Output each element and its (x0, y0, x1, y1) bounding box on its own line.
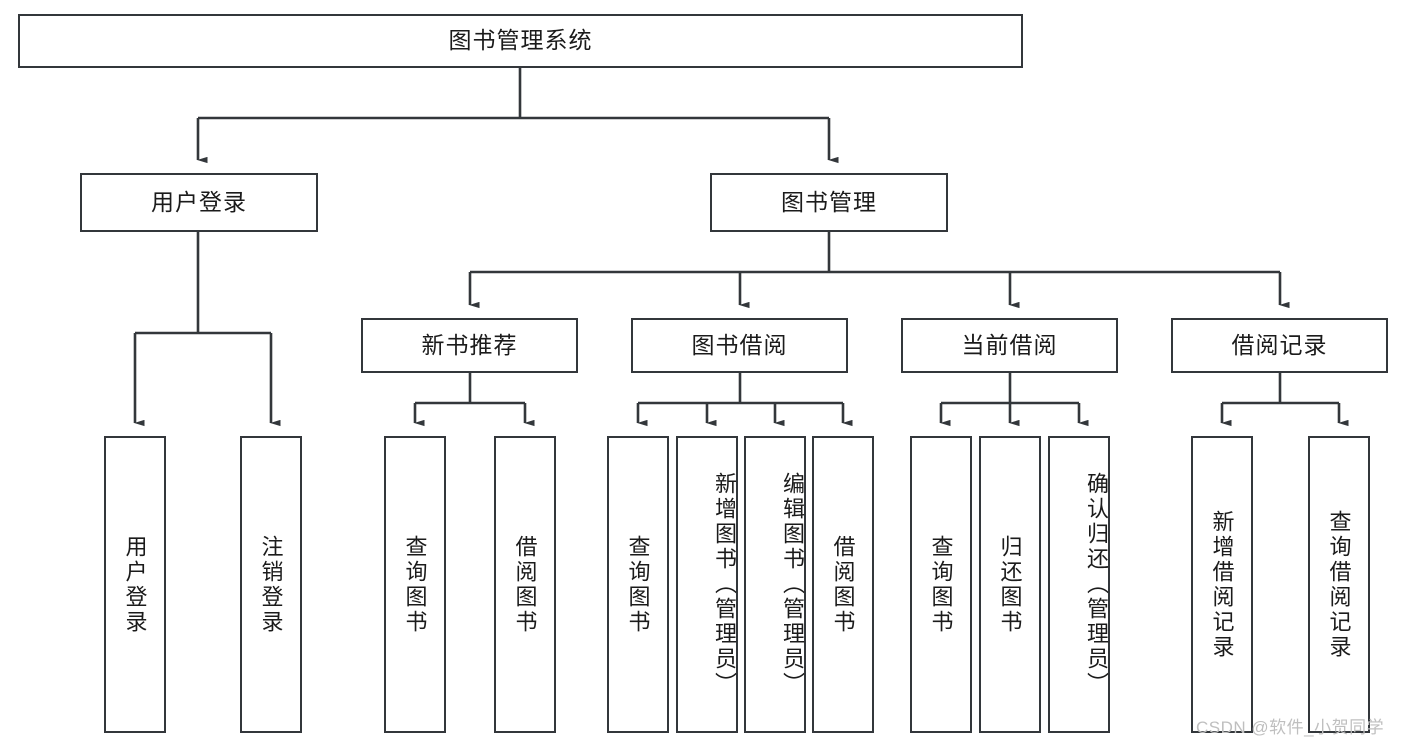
leaf-newbook-borrow-book[interactable]: 借阅图书 (494, 436, 556, 733)
leaf-user-login[interactable]: 用户登录 (104, 436, 166, 733)
leaf-borrow-add-book-admin[interactable]: 新增图书（管理员） (676, 436, 738, 733)
leaf-borrow-borrow-book[interactable]: 借阅图书 (812, 436, 874, 733)
node-borrow-record[interactable]: 借阅记录 (1171, 318, 1388, 373)
leaf-record-query-borrow-record[interactable]: 查询借阅记录 (1308, 436, 1370, 733)
node-new-book-recommend[interactable]: 新书推荐 (361, 318, 578, 373)
leaf-user-logout[interactable]: 注销登录 (240, 436, 302, 733)
leaf-record-add-borrow-record[interactable]: 新增借阅记录 (1191, 436, 1253, 733)
leaf-borrow-query-book[interactable]: 查询图书 (607, 436, 669, 733)
leaf-current-query-book[interactable]: 查询图书 (910, 436, 972, 733)
leaf-borrow-edit-book-admin[interactable]: 编辑图书（管理员） (744, 436, 806, 733)
node-book-borrow[interactable]: 图书借阅 (631, 318, 848, 373)
leaf-current-return-book[interactable]: 归还图书 (979, 436, 1041, 733)
node-root[interactable]: 图书管理系统 (18, 14, 1023, 68)
node-user-login[interactable]: 用户登录 (80, 173, 318, 232)
leaf-newbook-query-book[interactable]: 查询图书 (384, 436, 446, 733)
leaf-current-confirm-return-admin[interactable]: 确认归还（管理员） (1048, 436, 1110, 733)
node-book-management[interactable]: 图书管理 (710, 173, 948, 232)
node-current-borrow[interactable]: 当前借阅 (901, 318, 1118, 373)
